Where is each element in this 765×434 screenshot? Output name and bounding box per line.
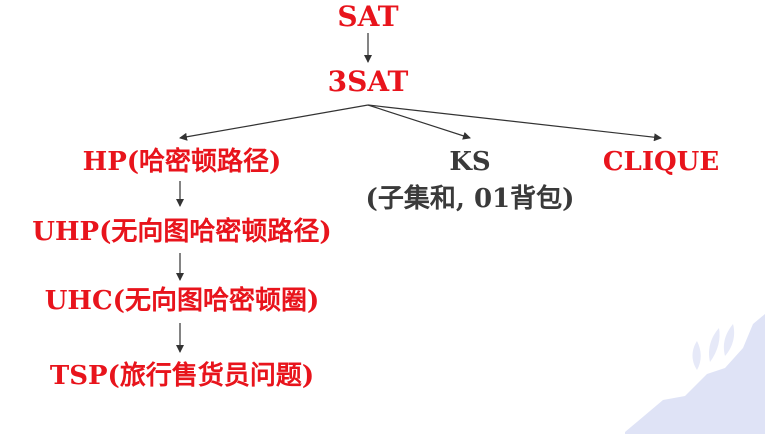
dove-watermark-icon bbox=[625, 314, 765, 434]
node-ks-subtitle: (子集和, 01背包) bbox=[365, 184, 575, 214]
node-tsp: TSP(旅行售货员问题) bbox=[49, 361, 315, 391]
node-ks: KS bbox=[449, 147, 491, 177]
edge-3sat-clique bbox=[367, 104, 662, 142]
edge-3sat-hp bbox=[179, 104, 369, 141]
node-clique: CLIQUE bbox=[602, 147, 720, 177]
node-sat: SAT bbox=[337, 0, 399, 33]
edge-3sat-ks bbox=[367, 104, 471, 140]
node-hp: HP(哈密顿路径) bbox=[82, 147, 282, 177]
node-uhc: UHC(无向图哈密顿圈) bbox=[44, 286, 320, 316]
node-3sat: 3SAT bbox=[327, 65, 409, 98]
node-uhp: UHP(无向图哈密顿路径) bbox=[32, 217, 332, 247]
